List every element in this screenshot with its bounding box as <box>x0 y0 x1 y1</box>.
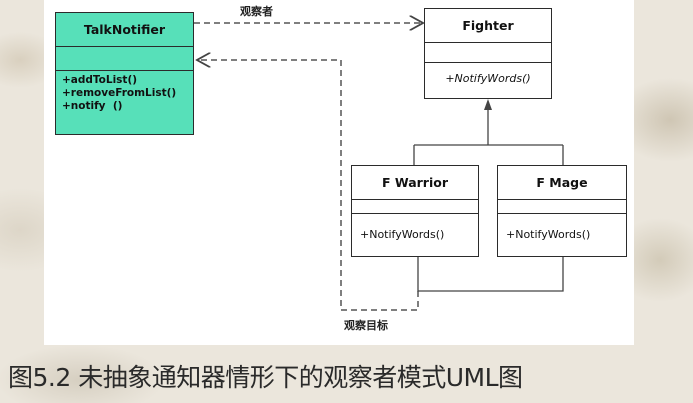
class-fighter: Fighter +NotifyWords() <box>424 8 552 99</box>
operation-remove-from-list: +removeFromList() <box>62 87 177 99</box>
class-warrior: F Warrior +NotifyWords() <box>351 165 479 257</box>
class-warrior-attributes <box>352 200 478 214</box>
generalization-arrowhead <box>484 99 492 110</box>
class-mage-name: F Mage <box>498 166 626 200</box>
class-talk-notifier-attributes <box>56 47 193 71</box>
dependency-target-line <box>197 60 419 311</box>
class-talk-notifier-name: TalkNotifier <box>56 13 193 47</box>
class-mage-attributes <box>498 200 626 214</box>
subclass-bottom-link <box>417 257 564 292</box>
class-talk-notifier-operations: +addToList() +removeFromList() +notify (… <box>56 71 193 116</box>
operation-notify-words: +NotifyWords() <box>360 228 445 241</box>
operation-notify-words: +NotifyWords() <box>445 72 531 85</box>
operation-notify-words: +NotifyWords() <box>506 228 591 241</box>
class-warrior-operations: +NotifyWords() <box>352 214 478 244</box>
class-talk-notifier: TalkNotifier +addToList() +removeFromLis… <box>55 12 194 135</box>
figure-caption: 图5.2 未抽象通知器情形下的观察者模式UML图 <box>8 363 523 392</box>
operation-notify: +notify () <box>62 100 123 112</box>
class-fighter-name: Fighter <box>425 9 551 43</box>
class-warrior-name: F Warrior <box>352 166 478 200</box>
class-fighter-attributes <box>425 43 551 63</box>
label-observed-target: 观察目标 <box>344 319 388 332</box>
class-mage: F Mage +NotifyWords() <box>497 165 627 257</box>
label-observer: 观察者 <box>240 5 273 18</box>
class-mage-operations: +NotifyWords() <box>498 214 626 244</box>
operation-add-to-list: +addToList() <box>62 74 138 86</box>
class-fighter-operations: +NotifyWords() <box>425 63 551 88</box>
